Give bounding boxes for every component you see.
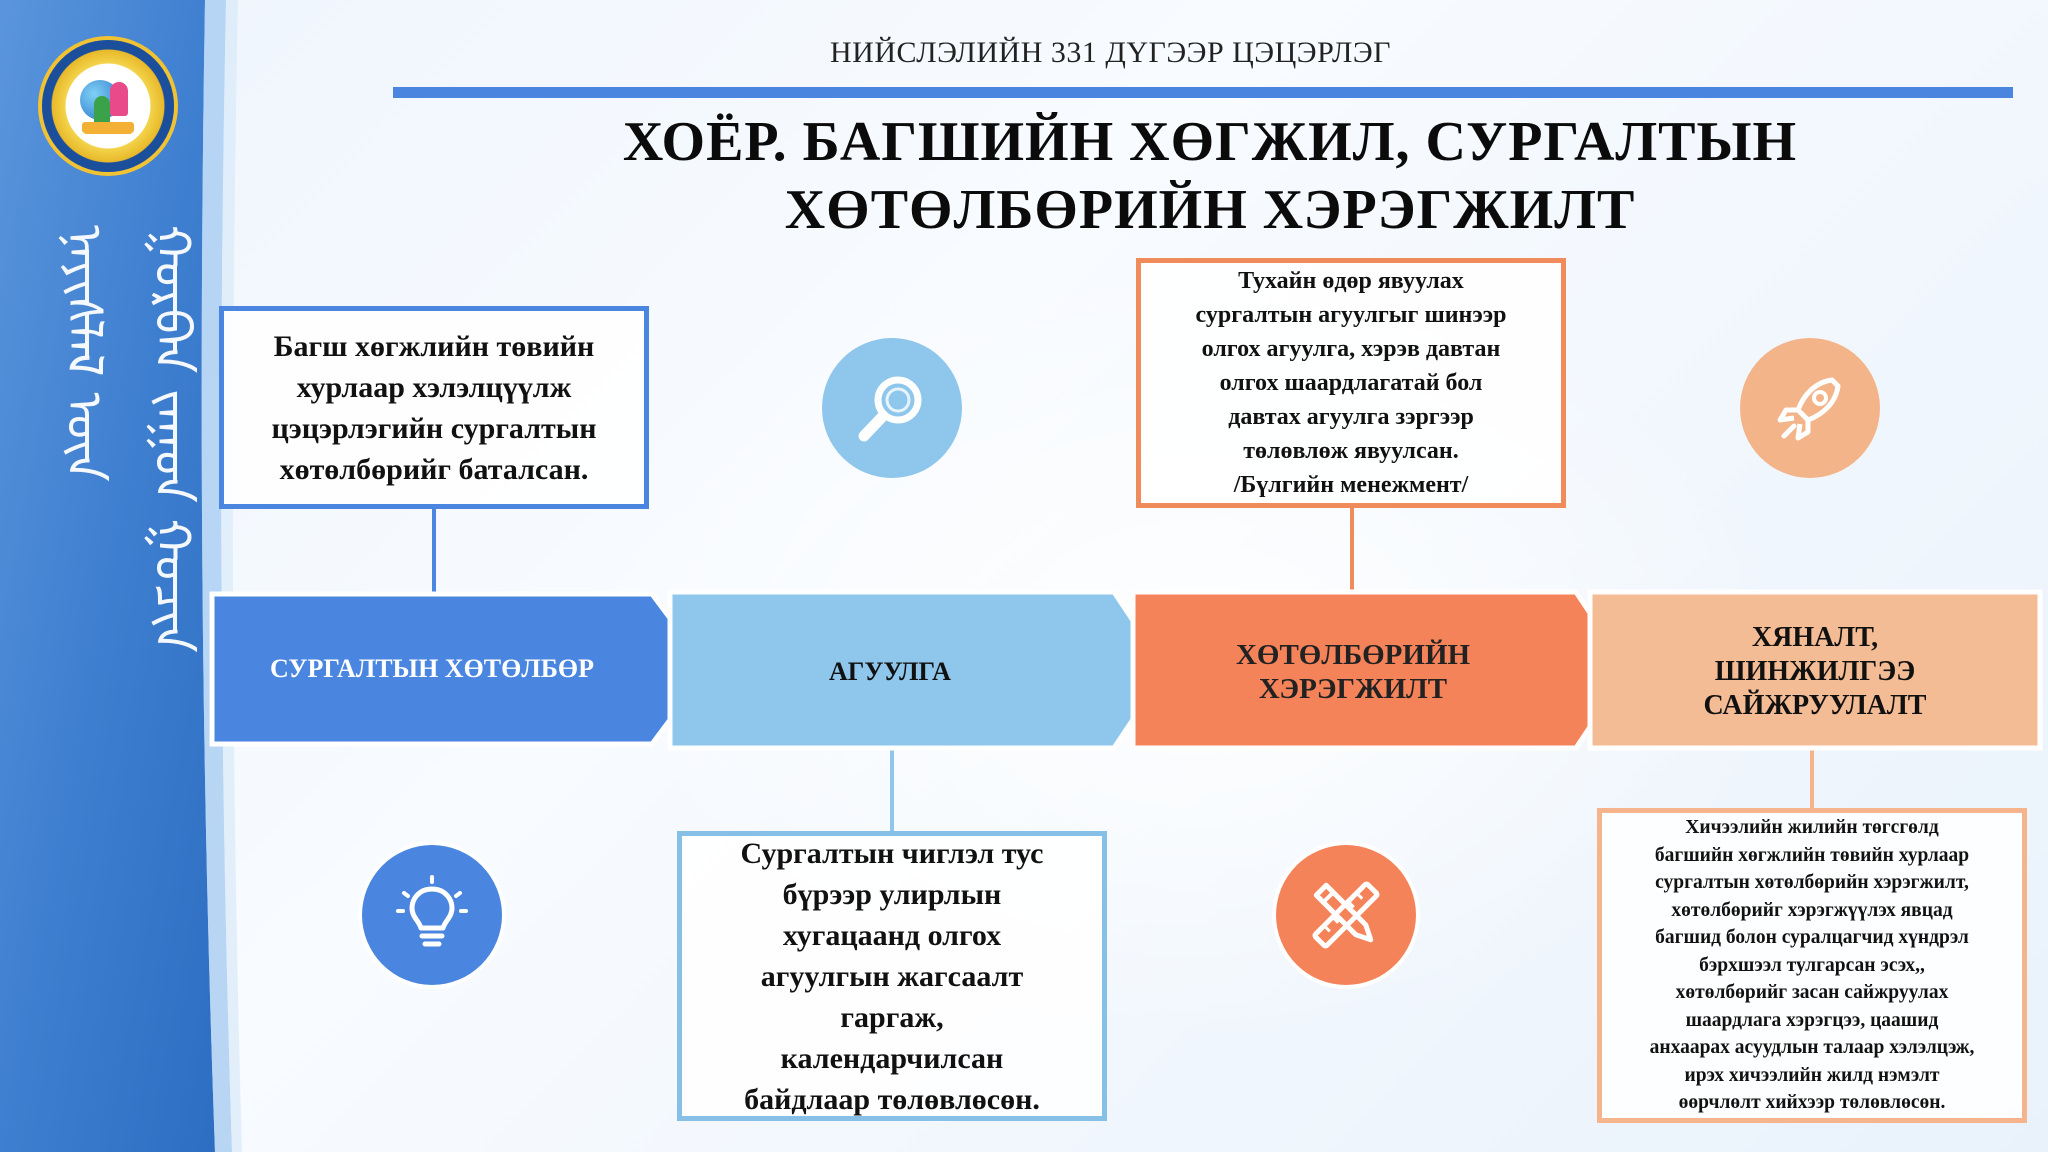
stage-3-line-2: ХЭРЭГЖИЛТ	[1258, 673, 1448, 705]
stage-3-line-1: ХӨТӨЛБӨРИЙН	[1235, 639, 1471, 671]
box2-line: хугацаанд олгох	[782, 918, 1002, 952]
stage-4-line-2: ШИНЖИЛГЭЭ	[1714, 656, 1916, 687]
text-box-monitoring: Хичээлийн жилийн төгсгөлд багшийн хөгжли…	[1597, 808, 2027, 1123]
search-icon	[822, 338, 962, 478]
mongolian-script-text: ᠨᠡᠶᠢᠰᠯᠡᠯ ᠦᠨ ᠭᠤᠷᠪᠠᠨ ᠵᠠᠭᠤᠨ ᠭᠤᠴᠢᠨ	[40, 225, 201, 1105]
page-title: ХОЁР. БАГШИЙН ХӨГЖИЛ, СУРГАЛТЫН ХӨТӨЛБӨР…	[540, 108, 1880, 244]
box2-line: Сургалтын чиглэл тус	[740, 836, 1044, 870]
box4-line: Хичээлийн жилийн төгсгөлд	[1685, 817, 1939, 839]
mongol-script-col-2: ᠭᠤᠷᠪᠠᠨ ᠵᠠᠭᠤᠨ ᠭᠤᠴᠢᠨ	[143, 225, 201, 653]
box2-line: бүрээр улирлын	[782, 877, 1002, 911]
box1-line: цэцэрлэгийн сургалтын	[271, 411, 597, 445]
stage-arrow-4	[1587, 589, 2043, 751]
box4-line: хөтөлбөрийг засан сайжруулах	[1675, 982, 1949, 1004]
box4-line: анхаарах асуудлын талаар хэлэлцэж,	[1649, 1037, 1975, 1059]
box2-line: агуулгын жагсаалт	[760, 959, 1024, 993]
box4-line: хөтөлбөрийг хэрэгжүүлэх явцад	[1671, 899, 1953, 921]
box3-line: төлөвлөж явуулсан.	[1243, 438, 1459, 464]
box4-line: шаардлага хэрэгцээ, цаашид	[1685, 1009, 1939, 1031]
stage-label-content: АГУУЛГА	[829, 657, 951, 686]
box2-line: гаргаж,	[840, 1000, 944, 1034]
box3-line: Тухайн өдөр явуулах	[1238, 268, 1464, 294]
sidebar-background	[0, 0, 242, 1152]
connector-3	[1350, 508, 1354, 594]
box1-line: хөтөлбөрийг баталсан.	[279, 452, 589, 486]
header-rule	[393, 87, 2013, 98]
stage-4-line-3: САЙЖРУУЛАЛТ	[1703, 690, 1927, 721]
school-logo	[42, 40, 174, 172]
connector-1	[432, 509, 436, 594]
box2-line: календарчилсан	[780, 1041, 1004, 1075]
box2-line: байдлаар төлөвлөсөн.	[744, 1082, 1040, 1116]
box3-line: /Бүлгийн менежмент/	[1233, 472, 1469, 498]
box3-line: сургалтын агуулгыг шинээр	[1195, 302, 1507, 328]
mongol-script-col-1: ᠨᠡᠶᠢᠰᠯᠡᠯ ᠦᠨ	[55, 225, 113, 482]
school-name: НИЙСЛЭЛИЙН 331 ДҮГЭЭР ЦЭЦЭРЛЭГ	[830, 36, 1391, 69]
box4-line: багшид болон суралцагчид хүндрэл	[1655, 927, 1969, 949]
text-box-implementation: Тухайн өдөр явуулах сургалтын агуулгыг ш…	[1136, 258, 1566, 508]
title-line-2: ХӨТӨЛБӨРИЙН ХЭРЭГЖИЛТ	[784, 179, 1636, 241]
box3-line: давтах агуулга зэргээр	[1228, 404, 1474, 430]
stage-4-line-1: ХЯНАЛТ,	[1751, 622, 1879, 653]
pencil-ruler-icon	[1276, 845, 1416, 985]
box4-line: ирэх хичээлийн жилд нэмэлт	[1684, 1064, 1940, 1086]
text-box-curriculum: Багш хөгжлийн төвийн хурлаар хэлэлцүүлж …	[219, 306, 649, 509]
stage-label-implementation: ХӨТӨЛБӨРИЙН ХЭРЭГЖИЛТ	[1133, 594, 1573, 750]
stage-label-curriculum: СУРГАЛТЫН ХӨТӨЛБӨР	[269, 654, 595, 683]
stage-label-monitoring: ХЯНАЛТ, ШИНЖИЛГЭЭ САЙЖРУУЛАЛТ	[1590, 594, 2040, 750]
title-line-1: ХОЁР. БАГШИЙН ХӨГЖИЛ, СУРГАЛТЫН	[622, 111, 1798, 173]
box1-line: хурлаар хэлэлцүүлж	[296, 370, 572, 404]
box4-line: өөрчлөлт хийхээр төлөвлөсөн.	[1678, 1092, 1946, 1114]
box4-line: бэрхшээл тулгарсан эсэх,,	[1699, 954, 1925, 976]
connector-4	[1810, 748, 1814, 808]
left-sidebar: ᠨᠡᠶᠢᠰᠯᠡᠯ ᠦᠨ ᠭᠤᠷᠪᠠᠨ ᠵᠠᠭᠤᠨ ᠭᠤᠴᠢᠨ	[0, 0, 242, 1152]
box3-line: олгох шаардлагатай бол	[1219, 370, 1483, 396]
box1-line: Багш хөгжлийн төвийн	[273, 329, 595, 363]
box3-line: олгох агуулга, хэрэв давтан	[1201, 336, 1501, 362]
lightbulb-icon	[362, 845, 502, 985]
text-box-content: Сургалтын чиглэл тус бүрээр улирлын хуга…	[677, 831, 1107, 1121]
box4-line: сургалтын хөтөлбөрийн хэрэгжилт,	[1655, 872, 1969, 894]
connector-2	[890, 748, 894, 831]
box4-line: багшийн хөгжлийн төвийн хурлаар	[1654, 844, 1970, 866]
rocket-icon	[1740, 338, 1880, 478]
